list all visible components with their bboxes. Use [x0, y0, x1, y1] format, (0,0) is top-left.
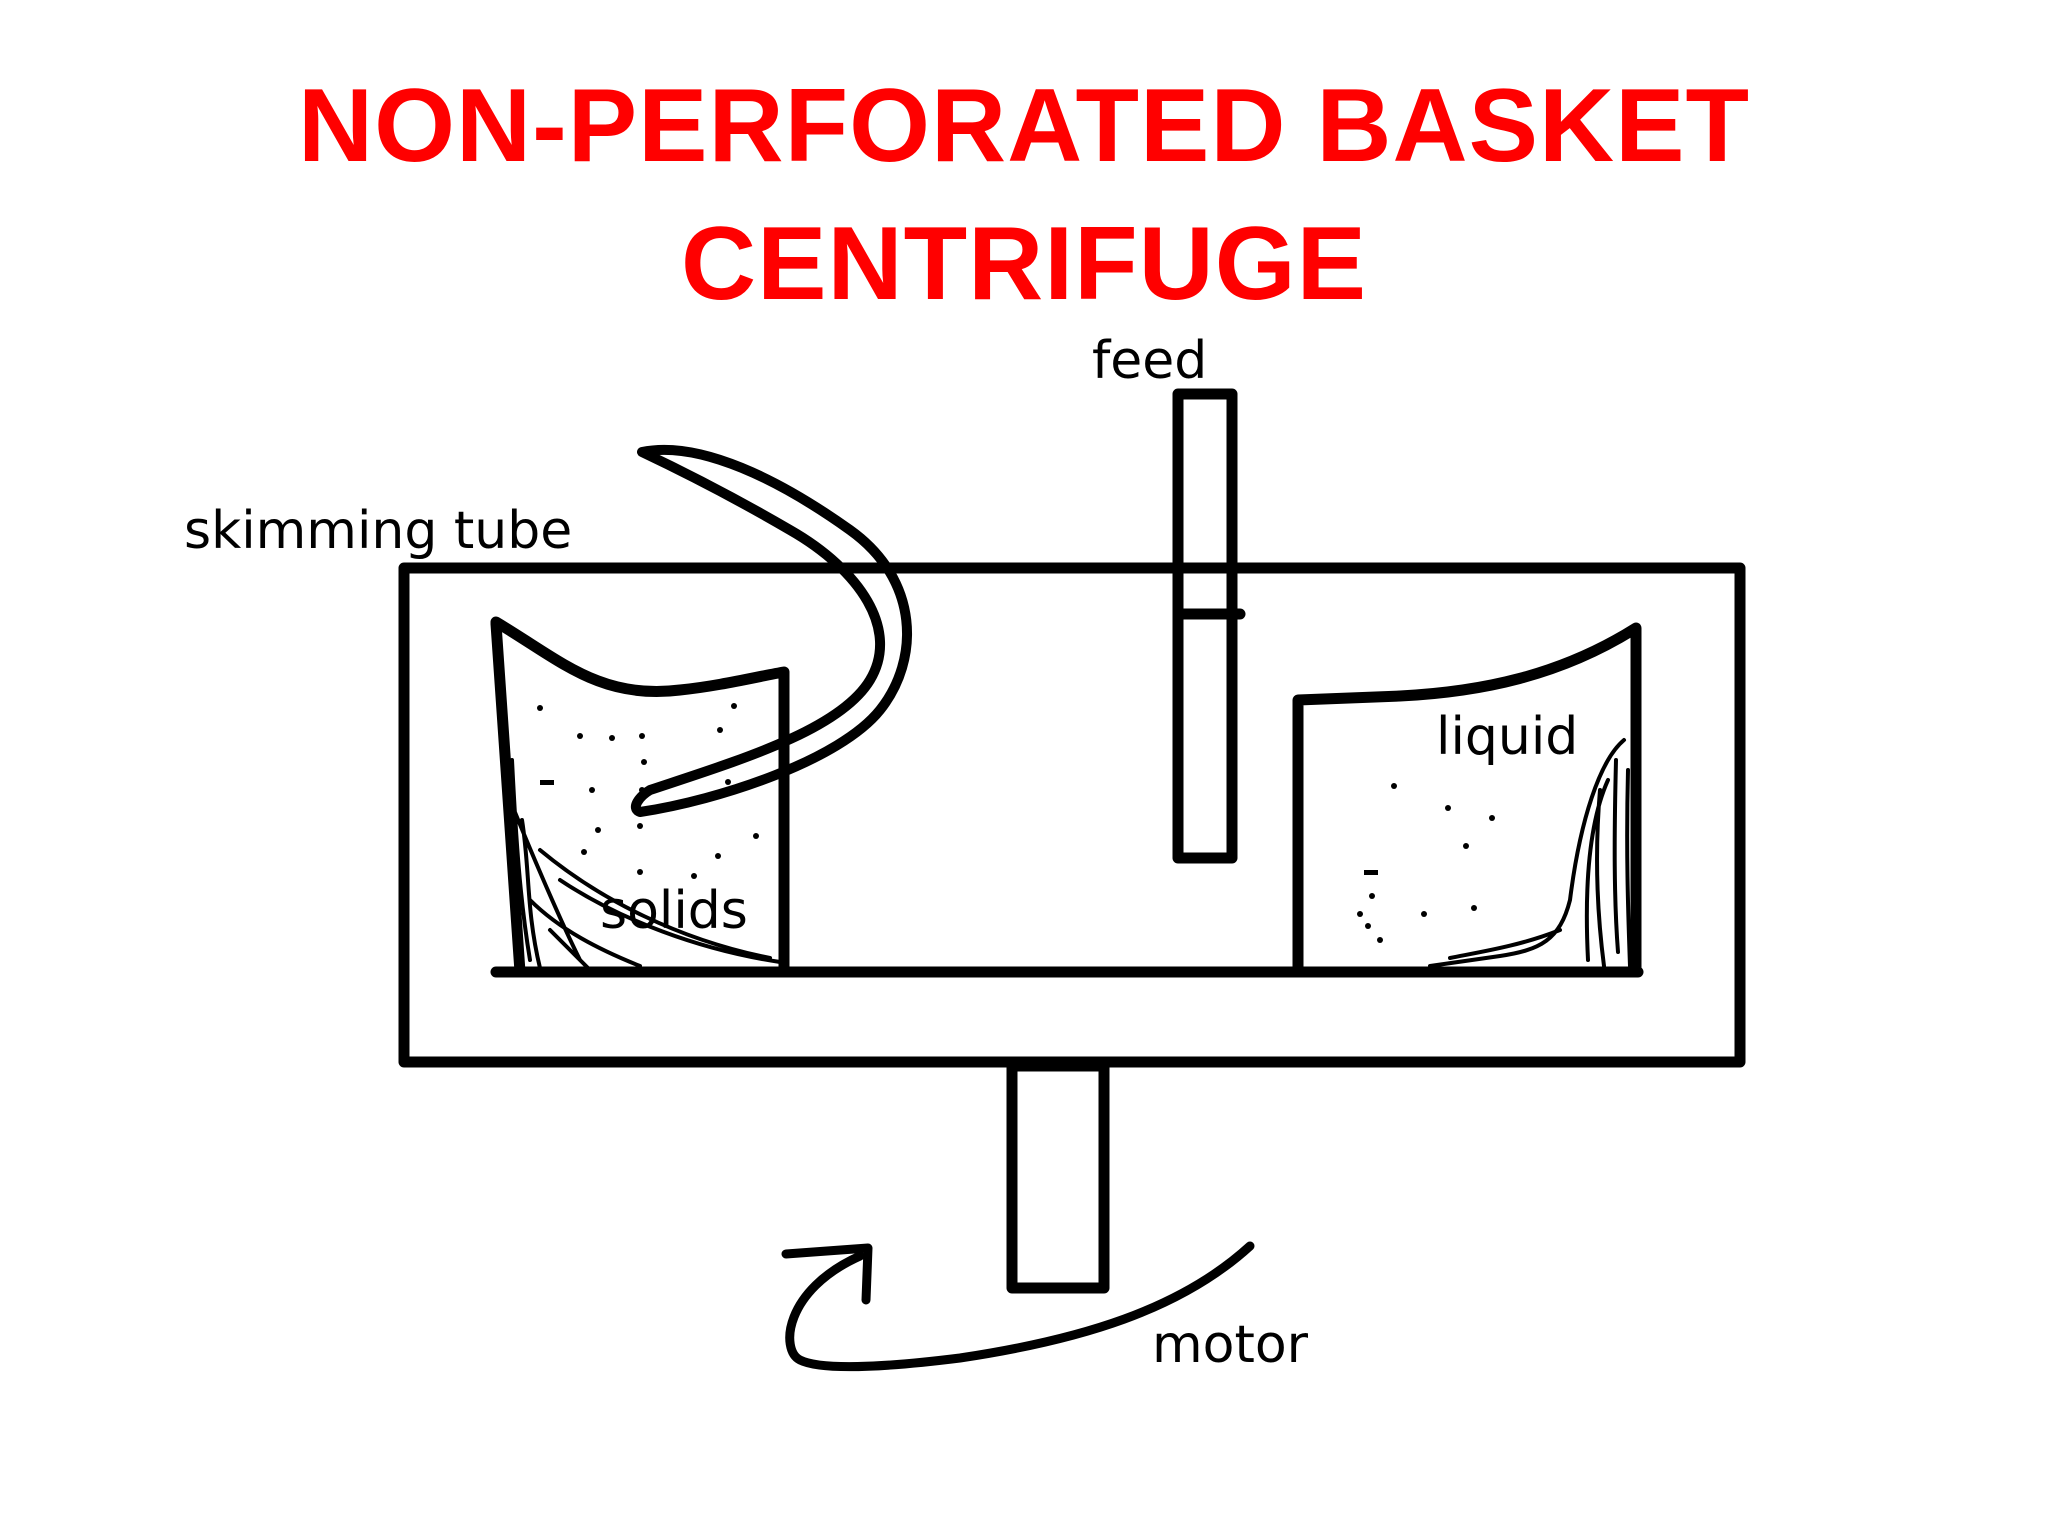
motor-label: motor: [1152, 1315, 1309, 1375]
liquid-particles: [1357, 783, 1495, 943]
title-line-2: CENTRIFUGE: [681, 206, 1367, 322]
outer-casing: [398, 562, 1746, 1068]
rotation-arrow-icon: [785, 1241, 1255, 1372]
skimming-tube: [630, 444, 913, 817]
skimming-tube-label: skimming tube: [184, 501, 572, 561]
solids-scribble: [504, 758, 782, 972]
feed-pipe: [1172, 388, 1238, 864]
liquid-label: liquid: [1436, 707, 1578, 767]
solids-particles: [537, 703, 759, 879]
solids-label: solids: [600, 881, 748, 941]
motor-shaft: [1006, 1060, 1110, 1294]
left-basket-wall: [490, 616, 790, 978]
liquid-scribble: [1428, 738, 1632, 968]
title-line-1: NON-PERFORATED BASKET: [298, 68, 1750, 184]
right-basket-wall: [1292, 622, 1642, 978]
feed-label: feed: [1092, 331, 1207, 391]
rotation-arrowhead-icon: [781, 1243, 873, 1305]
